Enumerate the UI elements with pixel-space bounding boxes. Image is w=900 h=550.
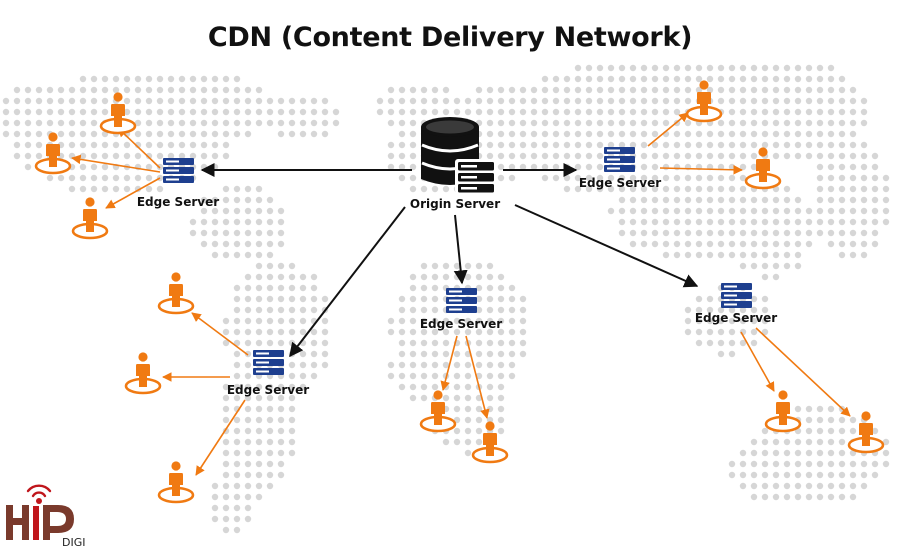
edge-link-arrow [71,154,161,173]
server-rack-icon [604,147,635,172]
edge-link-arrow [191,312,249,356]
user-icon [34,132,72,175]
edge-link-arrow [117,127,161,169]
edge-server-africa: Edge Server [420,288,502,331]
users [34,80,885,504]
world-map-dots [2,64,890,534]
logo-text: DIGI [62,536,85,549]
origin-to-edge-africa-arrow [453,214,468,285]
server-rack-icon [163,158,194,183]
origin-server: Origin Server [410,117,500,211]
edge-link-arrow [755,327,851,417]
edge-server-label: Edge Server [695,311,777,325]
edge-server-south-america: Edge Server [227,350,309,397]
server-rack-icon [721,283,752,308]
page-title: CDN (Content Delivery Network) [207,22,693,53]
user-icon [764,390,802,433]
edge-user-links [71,112,851,476]
user-icon [99,92,137,135]
edge-server-asia-pacific: Edge Server [695,283,777,325]
user-icon [847,411,885,454]
edge-server-east: Edge Server [579,147,661,190]
edge-server-label: Edge Server [420,317,502,331]
user-icon [71,197,109,240]
user-icon [157,272,195,315]
user-icon [419,390,457,433]
edge-link-arrow [659,164,743,175]
origin-server-label: Origin Server [410,197,500,211]
server-rack-icon [253,350,284,375]
edge-server-west: Edge Server [137,158,219,209]
edge-server-label: Edge Server [579,176,661,190]
user-icon [124,352,162,395]
edge-link-arrow [465,335,490,419]
server-rack-icon [446,288,477,313]
logo-mark-icon [6,505,74,540]
edge-server-label: Edge Server [137,195,219,209]
user-icon [471,421,509,464]
database-server-icon [421,117,497,193]
signal-dot-icon [36,498,42,504]
edge-link-arrow [195,399,246,476]
edge-server-label: Edge Server [227,383,309,397]
edge-link-arrow [440,335,458,391]
signal-icon [26,484,52,498]
edge-link-arrow [105,177,161,209]
edge-link-arrow [740,331,775,392]
origin-links [200,163,699,358]
origin-to-edge-asia-pacific-arrow [514,204,699,288]
user-icon [685,80,723,123]
logo: DIGI [6,484,85,549]
edge-link-arrow [647,112,689,147]
origin-to-edge-south-america-arrow [289,206,406,358]
user-icon [157,461,195,504]
user-icon [744,147,782,190]
